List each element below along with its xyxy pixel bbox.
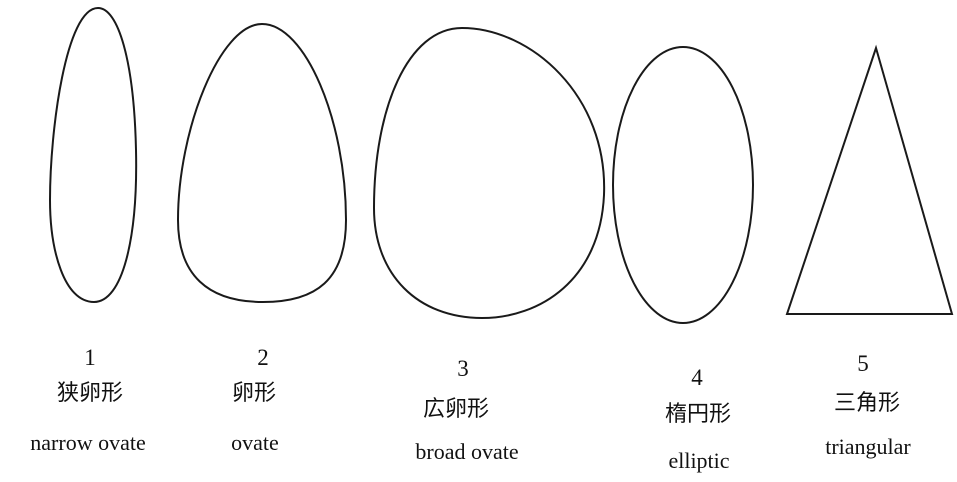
shape-5-name-ja: 三角形 [833,391,901,416]
shape-5-number: 5 [857,351,869,376]
elliptic-outline [612,46,754,324]
shape-3-number: 3 [457,356,469,381]
shape-3-name-en: broad ovate [415,439,519,464]
shape-4-name-en: elliptic [668,448,730,473]
shape-5-name-en: triangular [825,434,911,459]
shape-2-name-ja: 卵形 [231,381,277,406]
shape-4-name-ja: 楕円形 [664,402,732,427]
narrow-ovate-outline [48,6,138,304]
shape-4-number: 4 [691,365,703,390]
shape-1-name-en: narrow ovate [30,430,146,455]
shape-1-name-ja: 狭卵形 [56,381,124,406]
triangular-outline [785,44,954,315]
broad-ovate-outline [372,26,606,320]
ovate-outline [176,22,348,304]
shape-2-number: 2 [257,345,269,370]
shape-1-number: 1 [84,345,96,370]
shape-2-name-en: ovate [231,430,279,455]
shape-3-name-ja: 広卵形 [422,397,490,422]
